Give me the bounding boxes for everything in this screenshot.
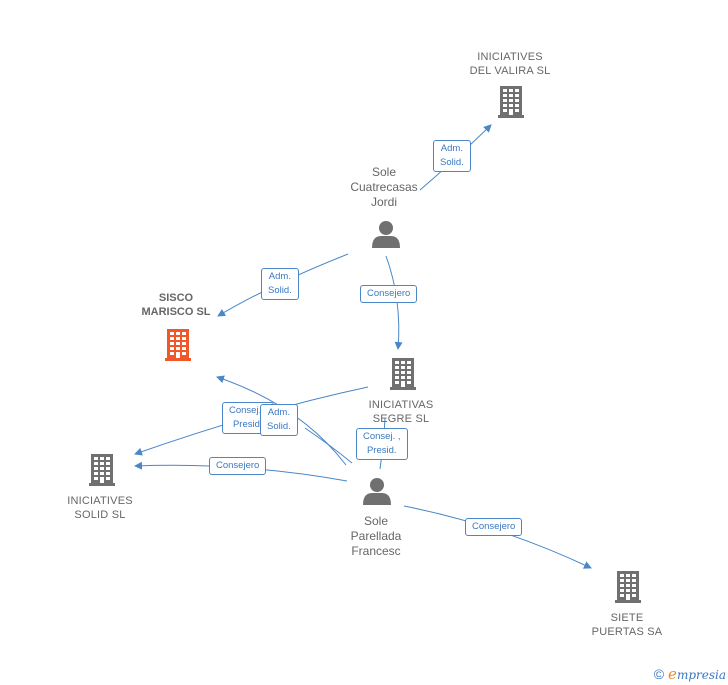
edge-label-parellada-segre[interactable]: Consej. , Presid. — [356, 428, 408, 460]
copyright-icon: © — [653, 666, 665, 682]
node-sole-parellada-label[interactable]: Sole Parellada Francesc — [350, 514, 402, 558]
sole-parellada-person-icon[interactable] — [363, 478, 391, 505]
node-iniciativas-segre-label[interactable]: INICIATIVAS SEGRE SL — [368, 399, 434, 425]
edge-label-cuatrecasas-segre[interactable]: Consejero — [360, 285, 418, 303]
edge-label-cuatrecasas-valira[interactable]: Adm. Solid. — [433, 140, 471, 172]
node-siete-puertas-label[interactable]: SIETE PUERTAS SA — [591, 612, 663, 638]
iniciativas-segre-building-icon[interactable] — [390, 358, 416, 390]
node-iniciatives-solid-label[interactable]: INICIATIVES SOLID SL — [67, 495, 133, 521]
edge-label-cuatrecasas-sisco[interactable]: Adm. Solid. — [261, 268, 299, 300]
edge-parellada-segre-link — [304, 427, 353, 464]
brand-logo[interactable]: empresia — [668, 665, 726, 683]
node-iniciatives-valira-label[interactable]: INICIATIVES DEL VALIRA SL — [469, 51, 551, 77]
iniciatives-solid-building-icon[interactable] — [89, 454, 115, 486]
edge-parellada-siete — [403, 505, 592, 569]
node-sisco-marisco-label[interactable]: SISCO MARISCO SL — [141, 292, 211, 318]
edge-label-parellada-siete[interactable]: Consejero — [465, 518, 523, 536]
node-icons — [89, 86, 641, 603]
node-sole-cuatrecasas-label[interactable]: Sole Cuatrecasas Jordi — [350, 165, 418, 209]
footer-brand: © empresia — [654, 665, 726, 683]
siete-puertas-building-icon[interactable] — [615, 571, 641, 603]
edge-label-parellada-solid[interactable]: Consejero — [209, 457, 267, 475]
edge-label-parellada-sisco-b[interactable]: Adm. Solid. — [260, 404, 298, 436]
sisco-marisco-building-icon[interactable] — [165, 329, 191, 361]
sole-cuatrecasas-person-icon[interactable] — [372, 221, 400, 248]
iniciatives-valira-building-icon[interactable] — [498, 86, 524, 118]
